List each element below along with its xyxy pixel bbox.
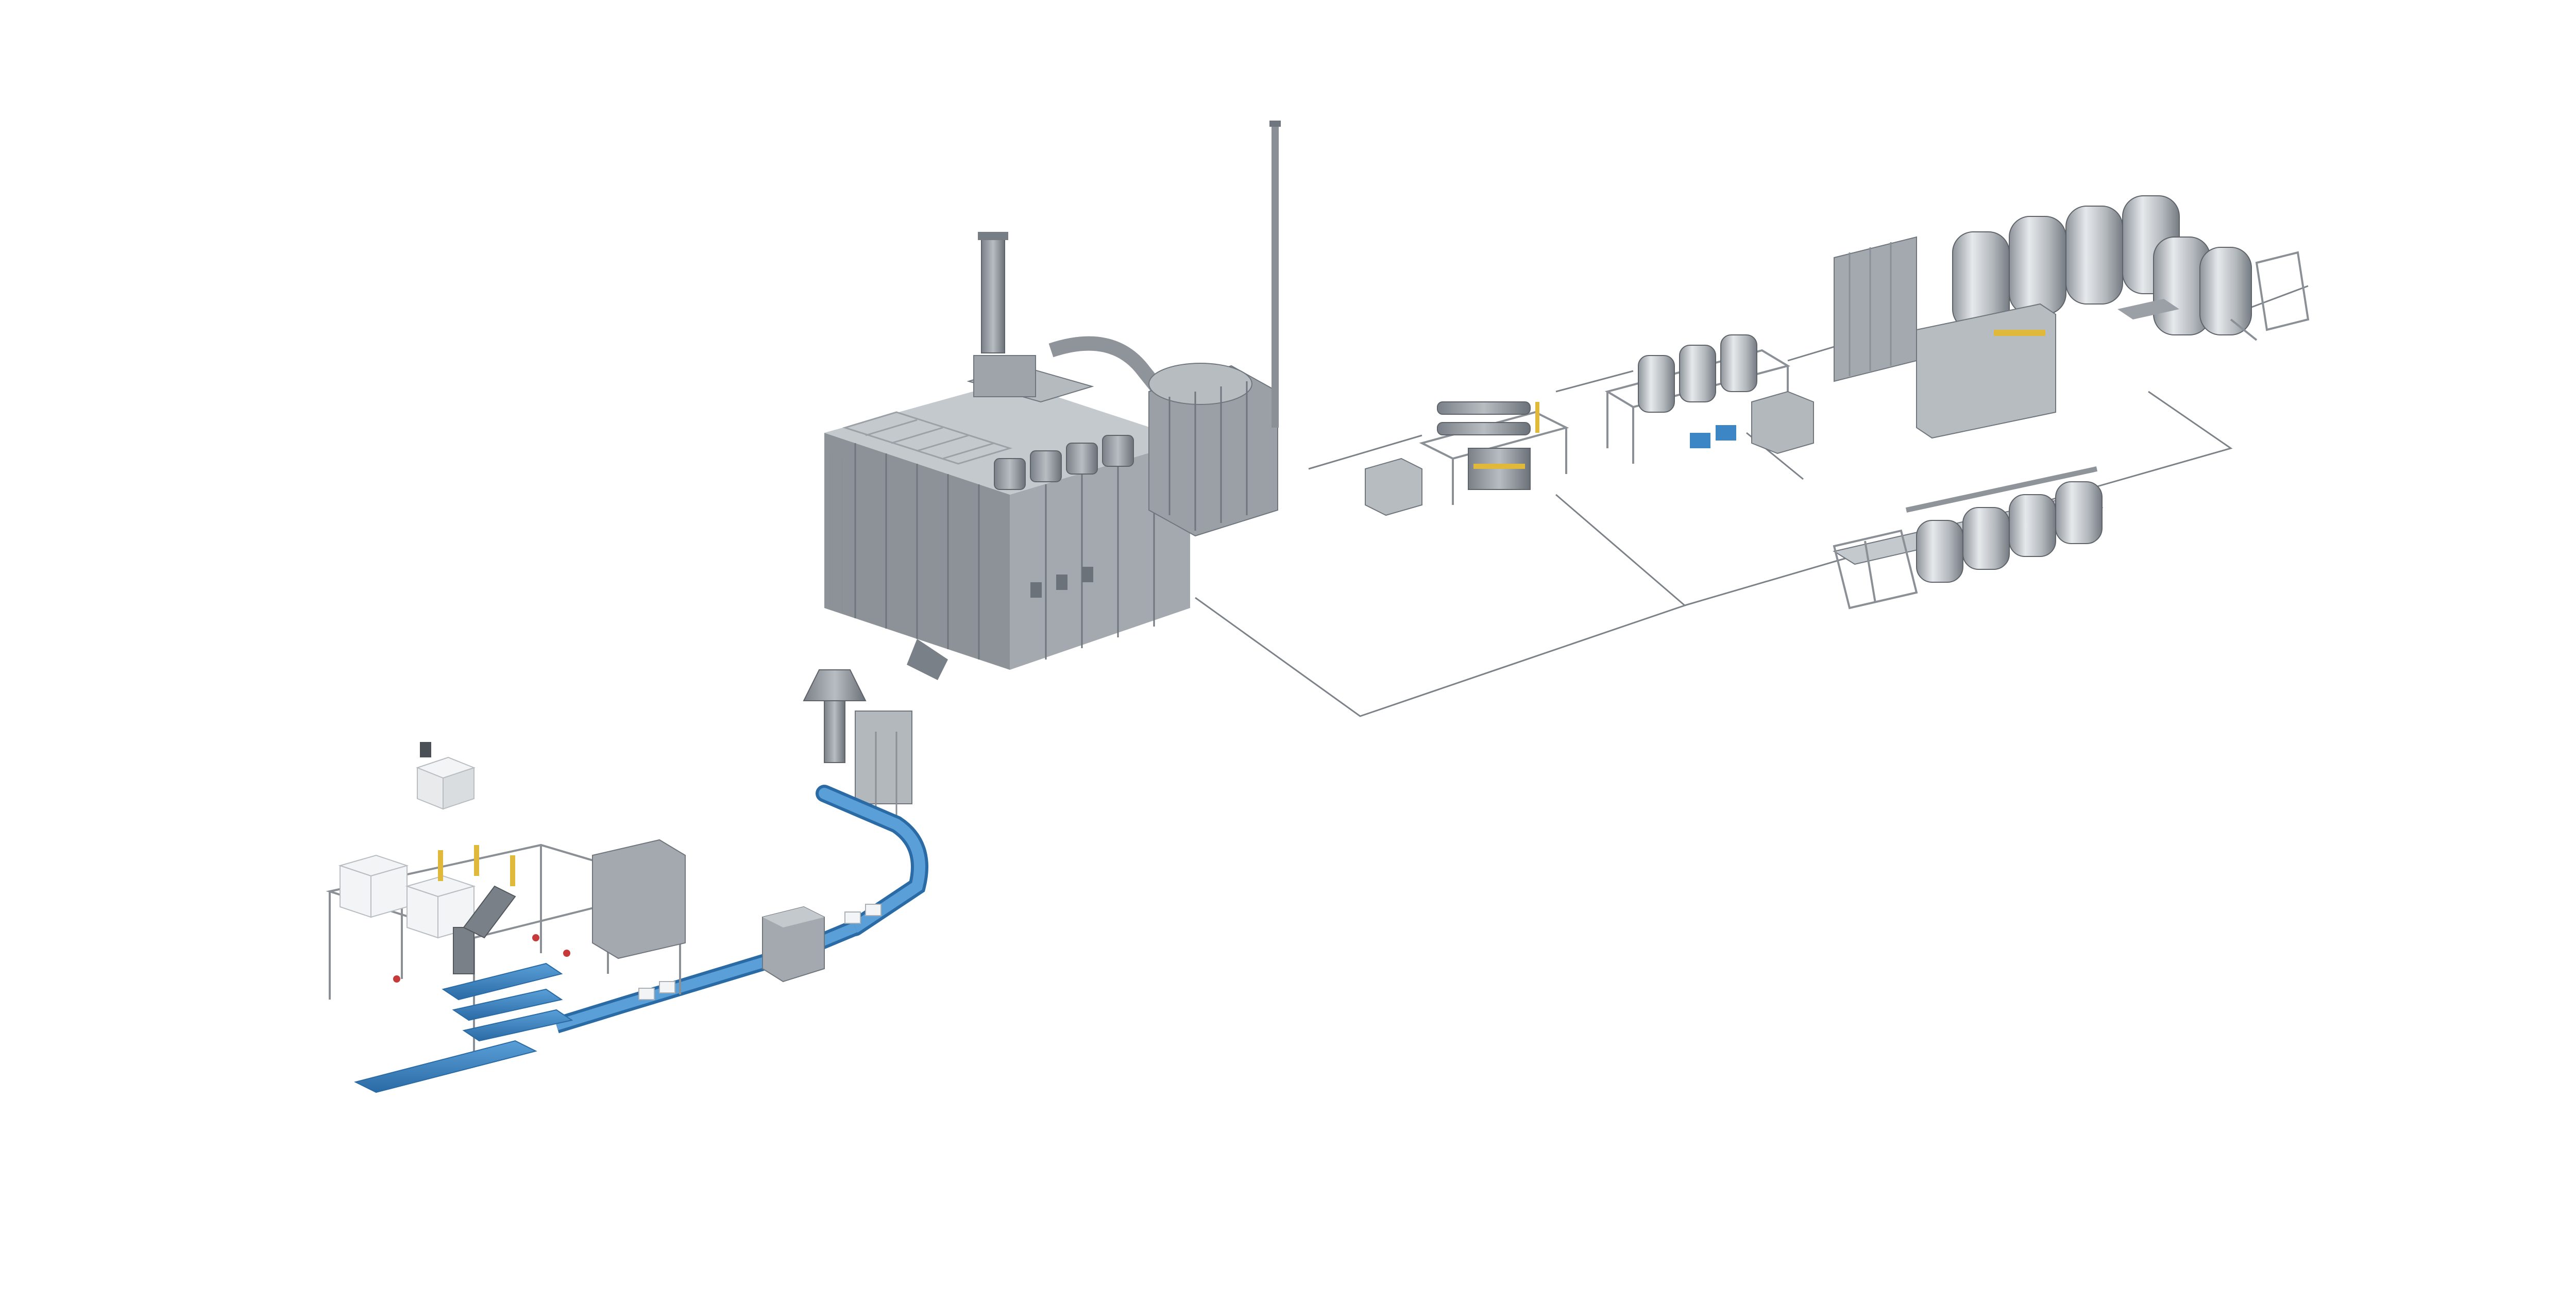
tank-farm [1834, 195, 2310, 439]
finished-pallet-stack [416, 742, 476, 810]
powder-hopper [803, 669, 912, 830]
palletizing-cell [326, 742, 686, 1093]
bagging-conveyor [554, 785, 928, 1034]
mixing-tanks [1604, 334, 1814, 464]
dryer-tower [824, 121, 1281, 680]
pasteurizer-skid [1833, 466, 2104, 610]
evaporator-skid [1365, 401, 1569, 516]
